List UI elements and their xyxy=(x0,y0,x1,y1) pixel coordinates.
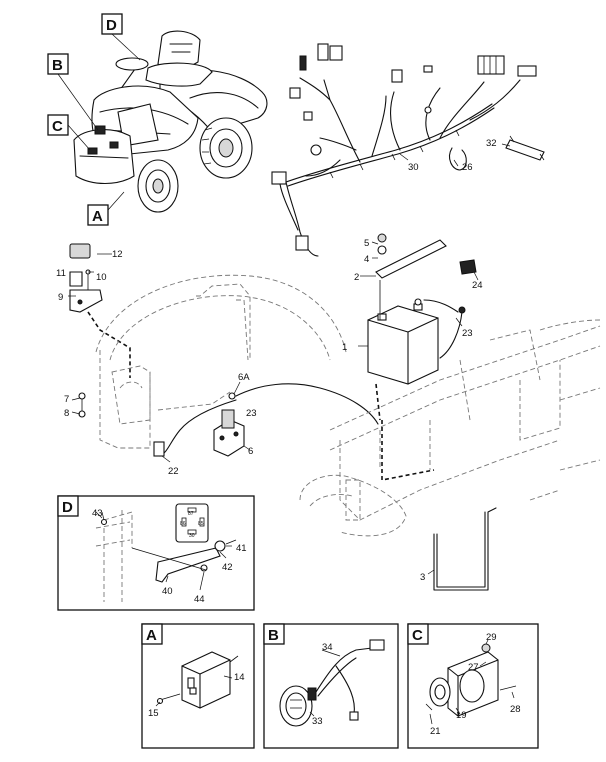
svg-text:C: C xyxy=(52,118,63,135)
rubber-bumper-24 xyxy=(459,259,477,275)
wire-harness-30 xyxy=(271,43,537,257)
callout-tag-b: B xyxy=(47,53,99,131)
battery-1 xyxy=(367,298,459,385)
rear-fender-outline xyxy=(95,274,347,449)
tractor-frame-outline xyxy=(299,319,601,537)
detail-panel-c: C xyxy=(407,623,539,749)
part-number-9: 9 xyxy=(58,292,63,303)
part-number-24: 24 xyxy=(472,280,483,291)
part-number-42: 42 xyxy=(222,562,233,573)
part-number-6a: 6A xyxy=(238,372,250,383)
part-number-30: 30 xyxy=(408,162,419,173)
svg-text:B: B xyxy=(268,627,279,644)
part-number-26: 26 xyxy=(462,162,473,173)
part-number-4: 4 xyxy=(364,254,369,265)
part-number-14: 14 xyxy=(234,672,245,683)
part-number-27: 27 xyxy=(468,662,479,673)
detail-panel-d: D 87 86 85 30 xyxy=(57,495,255,611)
part-number-41: 41 xyxy=(236,543,247,554)
leader-lines xyxy=(68,143,515,725)
part-number-8: 8 xyxy=(64,408,69,419)
part-number-11: 11 xyxy=(56,268,66,279)
brake-rod-3 xyxy=(433,507,497,591)
mounting-bracket-32 xyxy=(505,135,545,161)
part-number-12: 12 xyxy=(112,249,123,260)
svg-text:A: A xyxy=(146,627,157,644)
callout-tag-a: A xyxy=(87,191,125,226)
part-number-1: 1 xyxy=(342,342,347,353)
part-number-33: 33 xyxy=(312,716,323,727)
callout-tag-d: D xyxy=(101,13,141,61)
battery-strap-2 xyxy=(375,233,447,320)
relay-assembly xyxy=(69,243,131,378)
svg-text:86: 86 xyxy=(180,521,186,527)
part-number-32: 32 xyxy=(486,138,497,149)
part-number-15: 15 xyxy=(148,708,159,719)
svg-text:D: D xyxy=(62,499,73,516)
part-number-21: 21 xyxy=(430,726,441,737)
part-number-23-cable: 23 xyxy=(246,408,257,419)
bolt-and-washer-7-8 xyxy=(78,392,86,418)
part-number-3: 3 xyxy=(420,572,425,583)
part-number-23-battery: 23 xyxy=(462,328,473,339)
svg-text:87: 87 xyxy=(188,511,194,517)
cable-tie-26 xyxy=(449,147,467,171)
svg-text:C: C xyxy=(412,627,423,644)
part-number-44: 44 xyxy=(194,594,205,605)
svg-text:B: B xyxy=(52,57,63,74)
svg-text:30: 30 xyxy=(189,533,195,539)
svg-text:D: D xyxy=(106,17,117,34)
part-number-7: 7 xyxy=(64,394,69,405)
starter-solenoid-6 xyxy=(213,409,245,457)
part-number-40: 40 xyxy=(162,586,173,597)
battery-cable-23 xyxy=(153,306,466,457)
tractor-illustration xyxy=(73,30,268,213)
part-number-22: 22 xyxy=(168,466,179,477)
callout-tag-c: C xyxy=(47,114,91,151)
part-number-28: 28 xyxy=(510,704,521,715)
svg-text:85: 85 xyxy=(198,521,204,527)
part-number-5: 5 xyxy=(364,238,369,249)
detail-panel-a: A xyxy=(141,623,255,749)
part-number-19: 19 xyxy=(456,710,467,721)
part-number-29: 29 xyxy=(486,632,497,643)
part-number-34: 34 xyxy=(322,642,333,653)
part-number-43: 43 xyxy=(92,508,103,519)
part-number-2: 2 xyxy=(354,272,359,283)
detail-panel-b: B xyxy=(263,623,399,749)
part-number-6: 6 xyxy=(248,446,253,457)
part-number-labels: 12 11 10 9 1 2 4 5 24 23 6A 23 6 22 7 8 … xyxy=(56,138,521,737)
svg-text:A: A xyxy=(92,208,103,225)
part-number-10: 10 xyxy=(96,272,107,283)
